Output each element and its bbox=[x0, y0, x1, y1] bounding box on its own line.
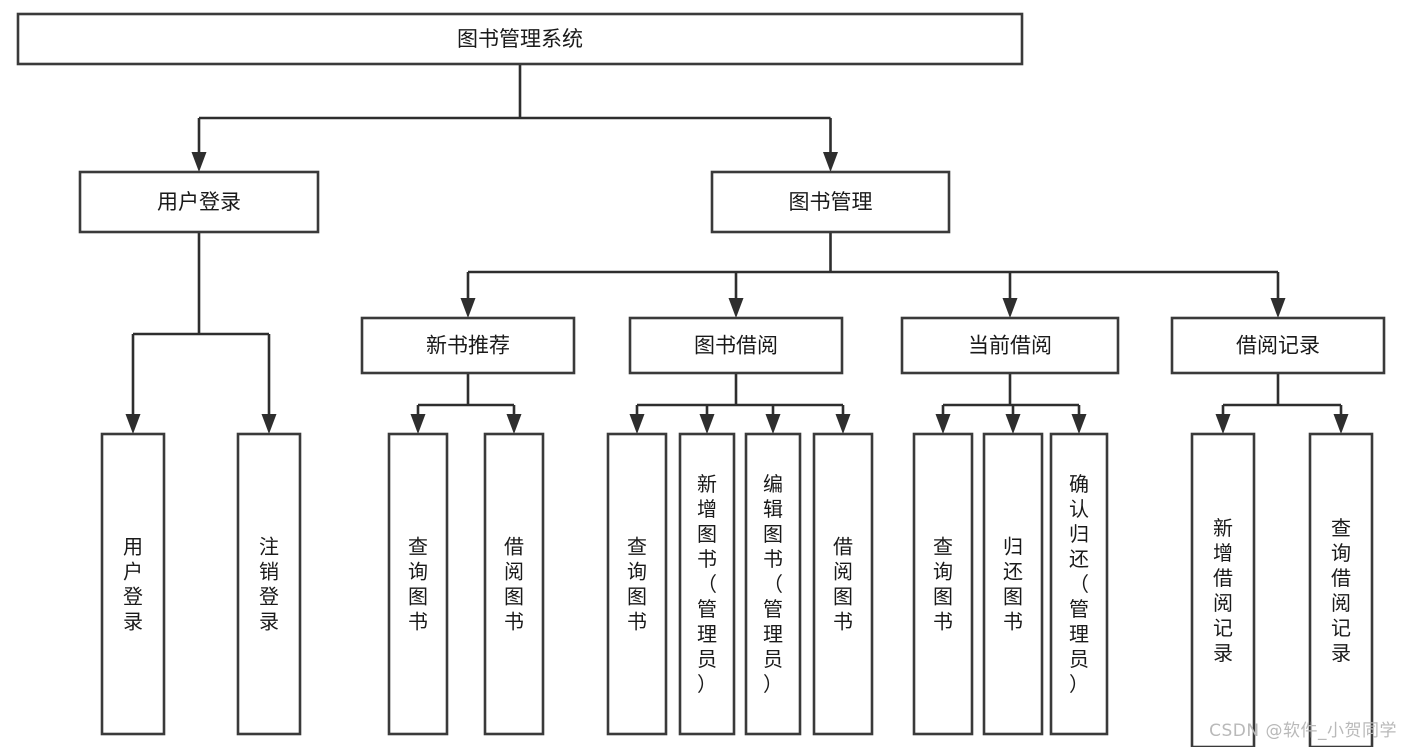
node-box bbox=[16, 12, 1024, 66]
node-label: 当前借阅 bbox=[968, 334, 1052, 358]
node-label: 图书管理 bbox=[789, 190, 873, 214]
node-box bbox=[606, 432, 668, 736]
arrow-head-icon bbox=[935, 414, 951, 434]
arrow-head-icon bbox=[506, 414, 522, 434]
node-label: 编辑图书（管理员） bbox=[763, 472, 783, 696]
node-label: 新增借阅记录 bbox=[1213, 516, 1233, 665]
arrow-head-icon bbox=[1005, 414, 1021, 434]
node-label: 归还图书 bbox=[1003, 535, 1023, 634]
node-label: 新增图书（管理员） bbox=[697, 472, 717, 696]
arrow-head-icon bbox=[460, 298, 476, 318]
node-box bbox=[1049, 432, 1109, 736]
node-label: 图书借阅 bbox=[694, 334, 778, 358]
node-box bbox=[78, 170, 320, 234]
node-box bbox=[900, 316, 1120, 375]
node-box bbox=[678, 432, 736, 736]
node-leaf-nb-borrow[interactable]: 借阅图书 bbox=[483, 432, 545, 736]
node-box bbox=[1170, 316, 1386, 375]
node-box bbox=[483, 432, 545, 736]
arrow-head-icon bbox=[835, 414, 851, 434]
arrow-head-icon bbox=[261, 414, 277, 434]
node-leaf-cu-query[interactable]: 查询图书 bbox=[912, 432, 974, 736]
node-leaf-nb-query[interactable]: 查询图书 bbox=[387, 432, 449, 736]
node-current[interactable]: 当前借阅 bbox=[900, 316, 1120, 375]
arrow-head-icon bbox=[191, 152, 207, 172]
arrow-head-icon bbox=[728, 298, 744, 318]
node-leaf-cu-confirm[interactable]: 确认归还（管理员） bbox=[1049, 432, 1109, 736]
node-bookmgr[interactable]: 图书管理 bbox=[710, 170, 951, 234]
node-leaf-re-add[interactable]: 新增借阅记录 bbox=[1190, 432, 1256, 747]
node-label: 新书推荐 bbox=[426, 334, 510, 358]
node-label: 借阅图书 bbox=[833, 535, 853, 634]
node-label: 借阅记录 bbox=[1236, 334, 1320, 358]
node-box bbox=[236, 432, 302, 736]
node-box bbox=[812, 432, 874, 736]
node-box bbox=[744, 432, 802, 736]
arrow-head-icon bbox=[1002, 298, 1018, 318]
node-label: 确认归还（管理员） bbox=[1069, 472, 1089, 696]
node-leaf-re-query[interactable]: 查询借阅记录 bbox=[1308, 432, 1374, 747]
node-leaf-bo-borrow[interactable]: 借阅图书 bbox=[812, 432, 874, 736]
node-label: 查询图书 bbox=[627, 535, 647, 634]
node-box bbox=[387, 432, 449, 736]
node-record[interactable]: 借阅记录 bbox=[1170, 316, 1386, 375]
node-box bbox=[982, 432, 1044, 736]
node-box bbox=[628, 316, 844, 375]
arrow-head-icon bbox=[1270, 298, 1286, 318]
node-login[interactable]: 用户登录 bbox=[78, 170, 320, 234]
node-label: 查询借阅记录 bbox=[1331, 516, 1351, 665]
node-leaf-user-logout[interactable]: 注销登录 bbox=[236, 432, 302, 736]
arrow-head-icon bbox=[125, 414, 141, 434]
node-label: 借阅图书 bbox=[504, 535, 524, 634]
node-label: 查询图书 bbox=[408, 535, 428, 634]
node-leaf-bo-edit[interactable]: 编辑图书（管理员） bbox=[744, 432, 802, 736]
node-leaf-bo-add[interactable]: 新增图书（管理员） bbox=[678, 432, 736, 736]
node-box bbox=[360, 316, 576, 375]
node-box bbox=[912, 432, 974, 736]
arrow-head-icon bbox=[1215, 414, 1231, 434]
connector-layer bbox=[125, 64, 1349, 434]
node-box bbox=[710, 170, 951, 234]
arrow-head-icon bbox=[765, 414, 781, 434]
arrow-head-icon bbox=[823, 152, 838, 172]
node-box bbox=[100, 432, 166, 736]
node-box bbox=[1190, 432, 1256, 747]
node-borrow[interactable]: 图书借阅 bbox=[628, 316, 844, 375]
arrow-head-icon bbox=[1071, 414, 1087, 434]
node-label: 图书管理系统 bbox=[457, 27, 583, 51]
node-newbook[interactable]: 新书推荐 bbox=[360, 316, 576, 375]
node-label: 用户登录 bbox=[157, 190, 241, 214]
node-box bbox=[1308, 432, 1374, 747]
node-label: 查询图书 bbox=[933, 535, 953, 634]
arrow-head-icon bbox=[410, 414, 426, 434]
node-leaf-bo-query[interactable]: 查询图书 bbox=[606, 432, 668, 736]
arrow-head-icon bbox=[699, 414, 715, 434]
arrow-head-icon bbox=[629, 414, 645, 434]
node-leaf-cu-return[interactable]: 归还图书 bbox=[982, 432, 1044, 736]
arrow-head-icon bbox=[1333, 414, 1349, 434]
node-root[interactable]: 图书管理系统 bbox=[16, 12, 1024, 66]
node-leaf-user-login[interactable]: 用户登录 bbox=[100, 432, 166, 736]
node-layer: 图书管理系统用户登录图书管理新书推荐图书借阅当前借阅借阅记录用户登录注销登录查询… bbox=[16, 12, 1386, 747]
node-label: 用户登录 bbox=[123, 535, 143, 634]
node-label: 注销登录 bbox=[259, 535, 279, 634]
